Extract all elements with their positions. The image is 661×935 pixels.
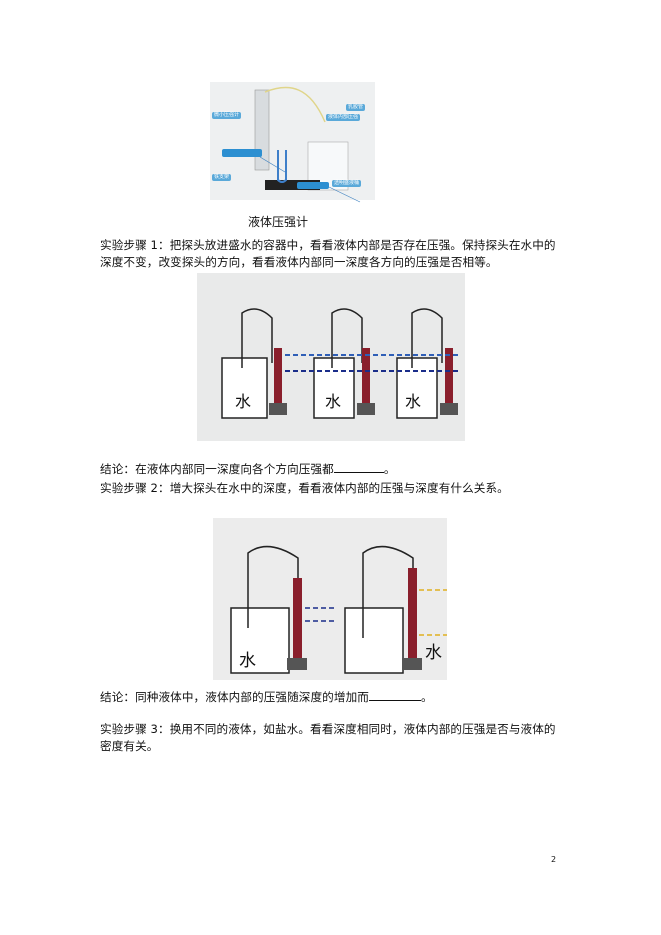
step3-paragraph: 实验步骤 3：换用不同的液体，如盐水。看看深度相同时，液体内部的压强是否与液体的… bbox=[100, 722, 556, 753]
conclusion1: 结论：在液体内部同一深度向各个方向压强都 。 bbox=[100, 461, 566, 478]
figure-label: 透明盛液桶 bbox=[332, 180, 362, 187]
pressure-gauge-photo: 微小压强计 乳胶管 液体内部压强 铁支架 透明盛液桶 bbox=[210, 82, 375, 203]
step1-paragraph: 实验步骤 1：把探头放进盛水的容器中，看看液体内部是否存在压强。保持探头在水中的… bbox=[100, 238, 556, 269]
answer-blank[interactable] bbox=[368, 689, 421, 701]
figure-label: 乳胶管 bbox=[346, 104, 366, 111]
water-label: 水 bbox=[405, 392, 422, 411]
answer-blank[interactable] bbox=[333, 461, 384, 473]
water-label: 水 bbox=[235, 392, 252, 411]
page-number: 2 bbox=[551, 855, 557, 864]
figure-caption: 液体压强计 bbox=[248, 215, 309, 229]
water-label: 水 bbox=[325, 392, 342, 411]
period: 。 bbox=[420, 690, 433, 704]
experiment-figure-same-depth: 水 水 水 bbox=[197, 273, 465, 441]
water-label: 水 bbox=[239, 651, 256, 671]
conclusion1-text: 结论：在液体内部同一深度向各个方向压强都 bbox=[100, 462, 334, 476]
conclusion2-text: 结论：同种液体中，液体内部的压强随深度的增加而 bbox=[100, 690, 369, 704]
figure-label: 微小压强计 bbox=[212, 112, 242, 119]
conclusion2: 结论：同种液体中，液体内部的压强随深度的增加而 。 bbox=[100, 689, 566, 706]
water-label: 水 bbox=[425, 643, 442, 663]
figure-label: 液体内部压强 bbox=[326, 114, 361, 121]
experiment-figure-depth: 水 水 bbox=[213, 518, 447, 680]
step2-paragraph: 实验步骤 2：增大探头在水中的深度，看看液体内部的压强与深度有什么关系。 bbox=[100, 481, 509, 495]
period: 。 bbox=[383, 462, 396, 476]
figure-label: 铁支架 bbox=[212, 174, 232, 181]
